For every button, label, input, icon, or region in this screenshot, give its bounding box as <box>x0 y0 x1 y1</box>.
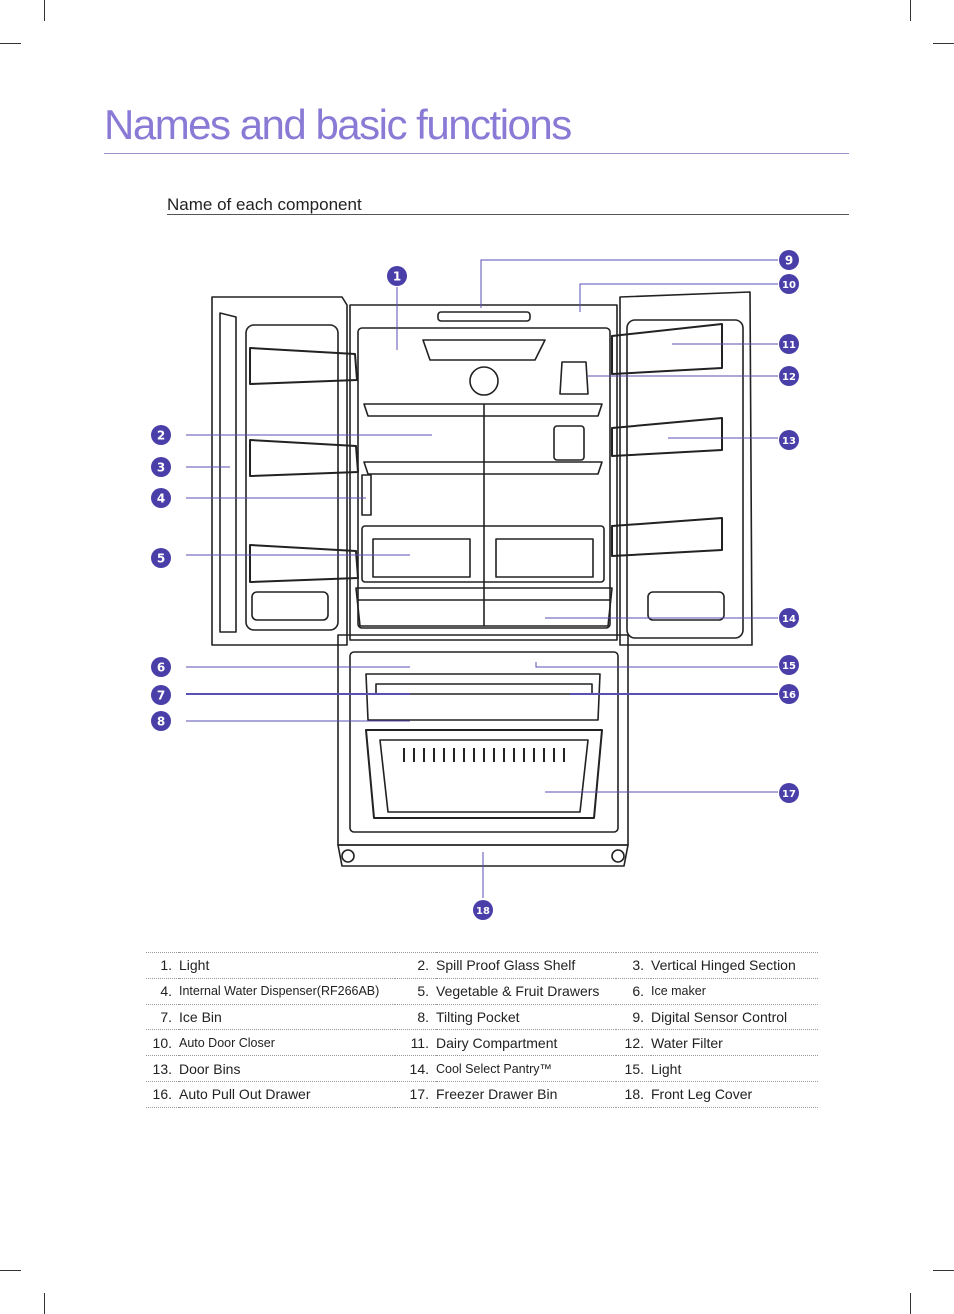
item-number: 13. <box>146 1055 179 1082</box>
component-legend-table: 1. Light 2. Spill Proof Glass Shelf 3. V… <box>146 952 818 1108</box>
callout-label-5: 5 <box>157 552 165 566</box>
callout-badge-17 <box>779 783 799 803</box>
item-number: 8. <box>395 1004 436 1031</box>
item-label: Internal Water Dispenser(RF266AB) <box>179 978 395 1005</box>
item-label: Digital Sensor Control <box>651 1004 818 1031</box>
table-row: 1. Light 2. Spill Proof Glass Shelf 3. V… <box>146 952 818 979</box>
callout-badge-6 <box>151 657 171 677</box>
item-number: 15. <box>616 1055 651 1082</box>
callout-label-12: 12 <box>782 372 796 383</box>
item-label: Tilting Pocket <box>436 1004 616 1031</box>
callout-badge-1 <box>387 266 407 286</box>
item-number: 9. <box>616 1004 651 1031</box>
callout-badge-10 <box>779 274 799 294</box>
item-label: Ice Bin <box>179 1004 395 1031</box>
callout-badge-9 <box>779 250 799 270</box>
callout-label-3: 3 <box>157 461 165 475</box>
callout-label-15: 15 <box>782 661 796 672</box>
item-number: 11. <box>395 1029 436 1057</box>
table-row: 16. Auto Pull Out Drawer 17. Freezer Dra… <box>146 1081 818 1108</box>
callout-label-7: 7 <box>157 689 165 703</box>
callout-badge-5 <box>151 548 171 568</box>
callout-badge-12 <box>779 366 799 386</box>
title-rule <box>104 153 849 154</box>
callout-badge-4 <box>151 488 171 508</box>
item-number: 10. <box>146 1029 179 1057</box>
item-label: Auto Door Closer <box>179 1029 395 1057</box>
callout-label-8: 8 <box>157 715 165 729</box>
subtitle-rule <box>167 214 849 215</box>
item-label: Dairy Compartment <box>436 1029 616 1057</box>
crop-mark <box>910 0 911 21</box>
callout-badge-14 <box>779 608 799 628</box>
callout-label-11: 11 <box>782 340 796 351</box>
item-label: Freezer Drawer Bin <box>436 1081 616 1108</box>
callout-badge-2 <box>151 425 171 445</box>
item-number: 2. <box>395 952 436 979</box>
callout-badge-7 <box>151 685 171 705</box>
callout-label-18: 18 <box>476 906 490 917</box>
table-row: 13. Door Bins 14. Cool Select Pantry™ 15… <box>146 1055 818 1082</box>
item-number: 18. <box>616 1081 651 1108</box>
callout-label-16: 16 <box>782 690 796 701</box>
crop-mark <box>933 43 954 44</box>
item-number: 1. <box>146 952 179 979</box>
callout-label-2: 2 <box>157 429 165 443</box>
table-row: 4. Internal Water Dispenser(RF266AB) 5. … <box>146 978 818 1005</box>
item-label: Light <box>179 952 395 979</box>
item-number: 17. <box>395 1081 436 1108</box>
item-label: Spill Proof Glass Shelf <box>436 952 616 979</box>
callout-label-6: 6 <box>157 661 165 675</box>
callout-label-14: 14 <box>782 614 796 625</box>
callout-badge-16 <box>779 684 799 704</box>
item-label: Vertical Hinged Section <box>651 952 818 979</box>
item-label: Water Filter <box>651 1029 818 1057</box>
item-label: Front Leg Cover <box>651 1081 818 1108</box>
item-number: 7. <box>146 1004 179 1031</box>
section-subtitle: Name of each component <box>167 195 362 214</box>
item-number: 12. <box>616 1029 651 1057</box>
crop-mark <box>933 1270 954 1271</box>
callout-badge-15 <box>779 655 799 675</box>
item-label: Door Bins <box>179 1055 395 1082</box>
crop-mark <box>910 1293 911 1314</box>
item-label: Ice maker <box>651 978 818 1005</box>
item-label: Cool Select Pantry™ <box>436 1055 616 1082</box>
table-row: 10. Auto Door Closer 11. Dairy Compartme… <box>146 1029 818 1057</box>
item-number: 6. <box>616 978 651 1005</box>
item-number: 4. <box>146 978 179 1005</box>
item-number: 16. <box>146 1081 179 1108</box>
item-label: Auto Pull Out Drawer <box>179 1081 395 1108</box>
item-label: Light <box>651 1055 818 1082</box>
callout-label-17: 17 <box>782 789 796 800</box>
item-label: Vegetable & Fruit Drawers <box>436 978 616 1005</box>
callout-label-9: 9 <box>785 254 793 268</box>
page-title: Names and basic functions <box>104 101 572 148</box>
callout-badges <box>151 250 799 920</box>
callout-badge-8 <box>151 711 171 731</box>
item-number: 3. <box>616 952 651 979</box>
callout-badge-13 <box>779 430 799 450</box>
callout-badge-11 <box>779 334 799 354</box>
item-number: 14. <box>395 1055 436 1082</box>
crop-mark <box>44 0 45 21</box>
callout-label-13: 13 <box>782 436 796 447</box>
callout-label-1: 1 <box>393 270 401 284</box>
callout-badge-3 <box>151 457 171 477</box>
table-row: 7. Ice Bin 8. Tilting Pocket 9. Digital … <box>146 1004 818 1031</box>
crop-mark <box>44 1293 45 1314</box>
callout-badge-18 <box>473 900 493 920</box>
item-number: 5. <box>395 978 436 1005</box>
crop-mark <box>0 43 21 44</box>
callout-label-4: 4 <box>157 492 165 506</box>
crop-mark <box>0 1270 21 1271</box>
callout-label-10: 10 <box>782 280 796 291</box>
